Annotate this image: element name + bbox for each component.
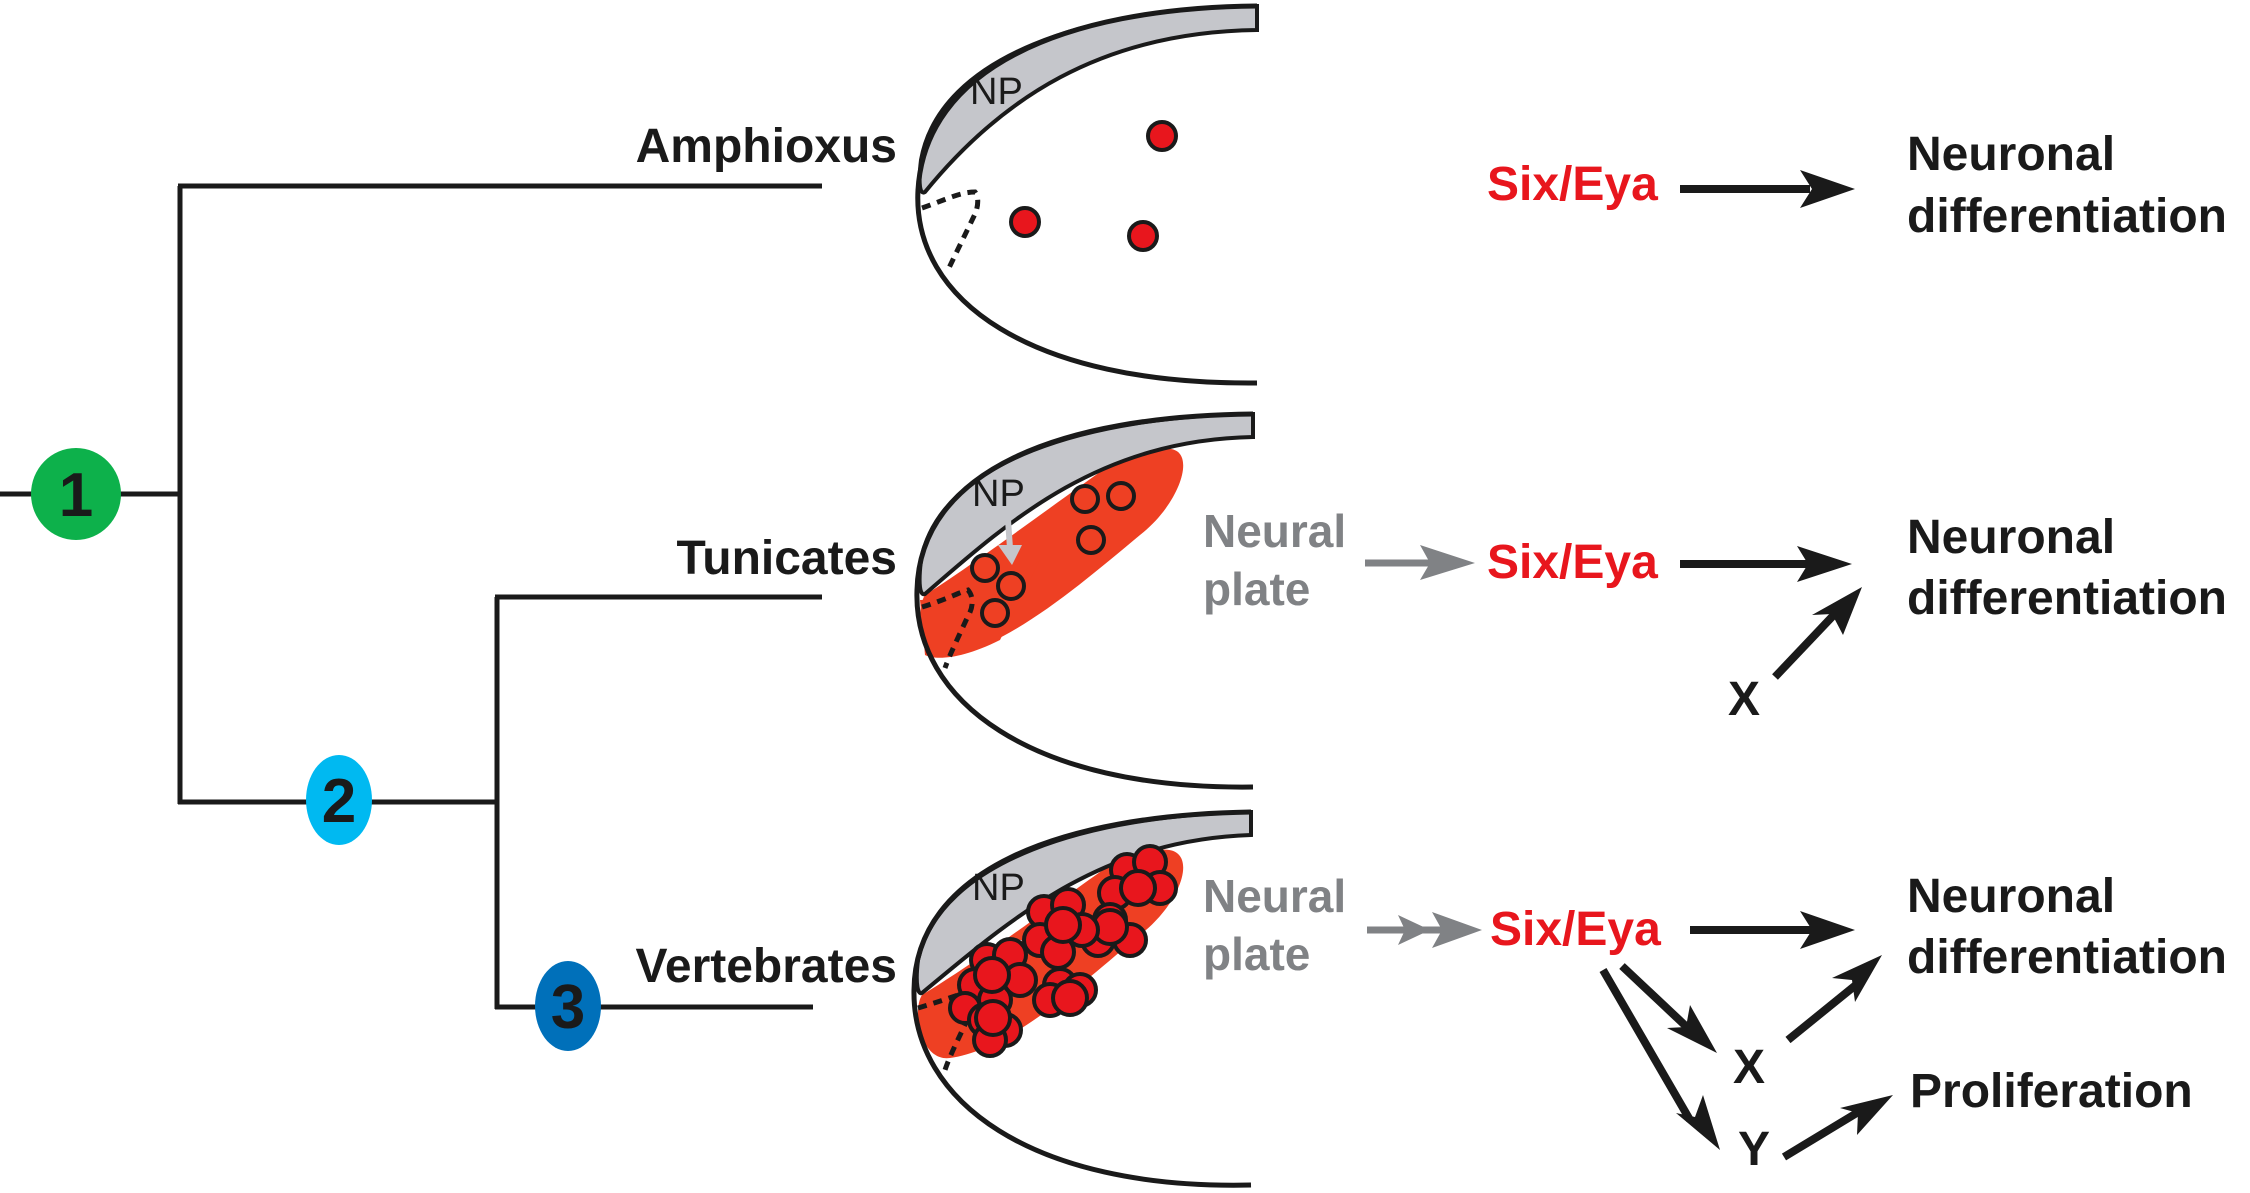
proliferating-cell [973, 956, 1011, 994]
neuron-cell [996, 571, 1026, 601]
intermediate-y: Y [1738, 1123, 1770, 1176]
input-neural: Neural [1203, 870, 1346, 922]
arrow-head [1797, 546, 1852, 582]
taxon-label-amphioxus: Amphioxus [636, 120, 897, 173]
output-line-1: Neuronal [1907, 128, 2115, 181]
output-line-2: differentiation [1907, 931, 2227, 984]
input-plate: plate [1203, 928, 1310, 980]
input-plate: plate [1203, 563, 1310, 615]
output-proliferation: Proliferation [1910, 1065, 2193, 1118]
arrow-to-x-line [1619, 963, 1693, 1033]
arrow-to-y-line [1599, 967, 1694, 1123]
embryo-tunicates: NP [914, 411, 1255, 790]
phylogenetic-tree: 1 2 3 Amphioxus Tunicates Vertebrates [0, 120, 897, 1051]
taxon-label-vertebrates: Vertebrates [636, 940, 898, 993]
intermediate-x: X [1733, 1041, 1765, 1094]
gray-arrow-head-2 [1432, 912, 1482, 948]
output-line-1: Neuronal [1907, 870, 2115, 923]
node-2-label: 2 [322, 767, 356, 836]
np-label: NP [972, 473, 1025, 515]
output-line-2: differentiation [1907, 190, 2227, 243]
node-1-label: 1 [59, 461, 93, 530]
gray-arrow-head [1420, 545, 1475, 580]
neuron-cell [1076, 525, 1106, 555]
network-amphioxus: Six/Eya Neuronal differentiation [1487, 128, 2227, 243]
neuron-cell [1009, 206, 1041, 238]
neuron-cell [980, 598, 1010, 628]
x-to-neuronal-head [1832, 955, 1882, 1002]
node-3-circle [535, 961, 601, 1051]
dashed-boundary [921, 189, 981, 272]
node-3: 3 [535, 961, 601, 1051]
arrow-head [1800, 911, 1855, 949]
np-arrow-line [1005, 519, 1013, 549]
cofactor-x: X [1728, 673, 1760, 726]
np-label: NP [970, 71, 1023, 113]
proliferating-cell [974, 999, 1012, 1037]
node-1-circle [31, 448, 121, 540]
neuron-cell [970, 553, 1000, 583]
output-line-1: Neuronal [1907, 511, 2115, 564]
neuron-cell [1146, 120, 1178, 152]
embryo-outline [915, 3, 1258, 386]
node-2: 2 [306, 755, 372, 845]
arrow-to-x-head [1667, 1005, 1717, 1053]
np-label: NP [972, 867, 1025, 909]
y-to-proliferation-head [1840, 1095, 1893, 1135]
embryo-vertebrates: NP [911, 809, 1253, 1188]
proliferating-cell [1051, 979, 1089, 1017]
network-vertebrates: Neural plate Six/Eya X Y Neuronal differ… [1203, 870, 2227, 1176]
proliferating-cell [1119, 869, 1157, 907]
arrow-head [1800, 170, 1855, 208]
neuron-cell [1106, 481, 1136, 511]
neuron-cell [1070, 484, 1100, 514]
arrow-to-y-head [1676, 1095, 1720, 1150]
np-arrow-head [998, 545, 1022, 565]
cofactor-arrow-head [1812, 587, 1862, 635]
proliferating-cell [1044, 906, 1082, 944]
taxon-label-tunicates: Tunicates [677, 532, 898, 585]
neuron-cell [1127, 220, 1159, 252]
embryo-amphioxus: NP [915, 3, 1259, 386]
node-1: 1 [31, 448, 121, 540]
embryo-outline [914, 411, 1254, 790]
node-2-circle [306, 755, 372, 845]
regulator-six-eya: Six/Eya [1490, 903, 1661, 956]
y-to-proliferation-line [1781, 1104, 1868, 1161]
network-tunicates: Neural plate Six/Eya X Neuronal differen… [1203, 505, 2227, 726]
proliferating-cell-clusters [948, 844, 1178, 1058]
input-neural: Neural [1203, 505, 1346, 557]
regulator-six-eya: Six/Eya [1487, 536, 1658, 589]
embryo-outline [911, 809, 1252, 1188]
expression-domain-lower [920, 560, 1040, 658]
regulator-six-eya: Six/Eya [1487, 158, 1658, 211]
node-3-label: 3 [551, 973, 585, 1042]
output-line-2: differentiation [1907, 572, 2227, 625]
x-to-neuronal-line [1785, 976, 1865, 1044]
